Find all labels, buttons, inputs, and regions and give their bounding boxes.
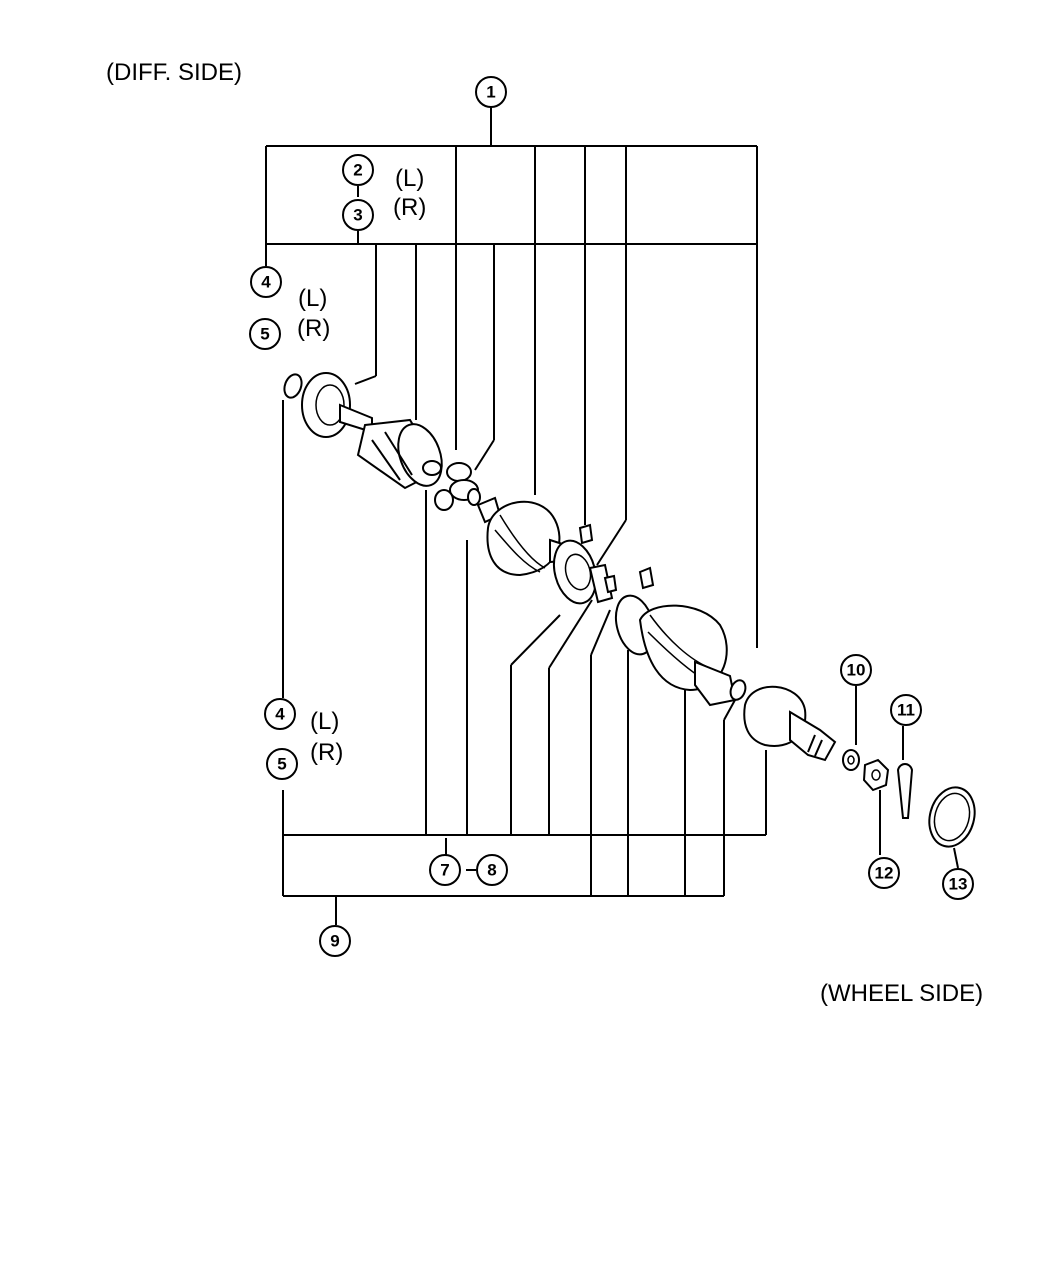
outer-circlip: [729, 679, 747, 701]
svg-text:5: 5: [277, 755, 286, 774]
left-leader-lines: [265, 244, 284, 698]
bottom-bracket-lines: [282, 490, 767, 925]
snap-ring: [422, 460, 442, 476]
callout-5-top: 5: [249, 318, 281, 350]
svg-text:4: 4: [261, 273, 271, 292]
inner-joint-housing: [301, 372, 443, 490]
outer-boot: [614, 594, 737, 707]
nut-12: [862, 758, 890, 792]
damper: [552, 539, 614, 605]
side-mark-left-4-bottom: (L): [310, 708, 339, 735]
svg-text:8: 8: [487, 861, 496, 880]
callout-1: 1: [475, 76, 507, 108]
svg-text:1: 1: [486, 83, 495, 102]
side-mark-left-4-top: (L): [298, 285, 327, 312]
svg-text:7: 7: [440, 861, 449, 880]
side-mark-left-2: (L): [395, 165, 424, 192]
callout-8: 8: [476, 854, 508, 886]
svg-text:2: 2: [353, 161, 362, 180]
svg-text:9: 9: [330, 932, 339, 951]
callout-12: 12: [868, 857, 900, 889]
side-mark-right-5-top: (R): [297, 315, 330, 342]
callout-4-bottom: 4: [264, 698, 296, 730]
side-mark-right-5-bottom: (R): [310, 739, 343, 766]
svg-text:3: 3: [353, 206, 362, 225]
svg-text:5: 5: [260, 325, 269, 344]
callout-13: 13: [942, 868, 974, 900]
wheel-side-label: (WHEEL SIDE): [820, 980, 983, 1007]
callout-2: 2: [342, 154, 374, 186]
abs-ring-13: [928, 786, 976, 848]
boot-band-inner: [578, 523, 594, 545]
side-mark-right-3: (R): [393, 194, 426, 221]
svg-text:11: 11: [897, 701, 915, 720]
svg-text:12: 12: [875, 864, 894, 883]
diff-side-circlip: [283, 373, 303, 399]
boot-band-outer: [603, 566, 655, 594]
washer-10: [842, 749, 860, 771]
diff-side-label: (DIFF. SIDE): [106, 59, 242, 86]
outer-joint: [743, 685, 837, 762]
top-bracket-lines: [265, 107, 758, 648]
callout-9: 9: [319, 925, 351, 957]
svg-text:4: 4: [275, 705, 285, 724]
callout-10: 10: [840, 654, 872, 686]
callout-5-bottom: 5: [266, 748, 298, 780]
callout-7: 7: [429, 854, 461, 886]
callout-4-top: 4: [250, 266, 282, 298]
svg-text:10: 10: [847, 661, 866, 680]
callout-11: 11: [890, 694, 922, 726]
inner-boot: [486, 500, 576, 577]
callout-3: 3: [342, 199, 374, 231]
right-leader-lines: [855, 686, 959, 869]
tripod-joint: [434, 462, 481, 511]
svg-text:13: 13: [949, 875, 968, 894]
cotter-pin-11: [896, 763, 914, 819]
